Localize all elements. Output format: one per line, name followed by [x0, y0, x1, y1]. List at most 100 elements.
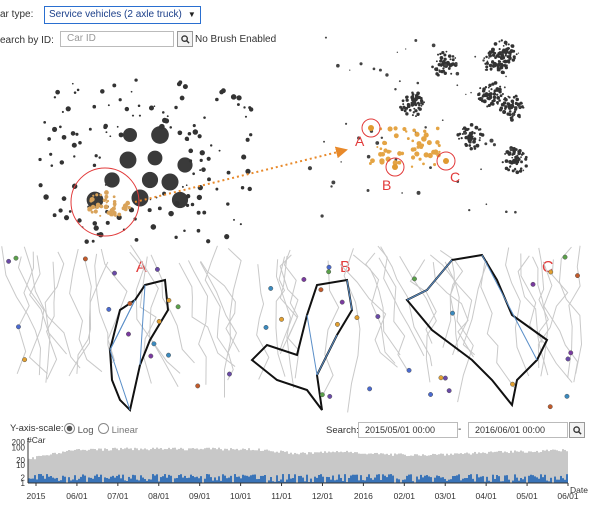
total-bar [510, 450, 512, 483]
radio-log[interactable] [64, 423, 75, 434]
cluster-dot [241, 154, 247, 160]
total-bar [484, 452, 486, 483]
car-type-select[interactable]: Service vehicles (2 axle truck) ▼ [44, 6, 201, 24]
selected-bar [320, 474, 322, 483]
zoom-dot [443, 63, 448, 67]
brush-circle[interactable] [70, 167, 140, 237]
total-bar [522, 451, 524, 483]
selected-bar [56, 477, 58, 483]
zoom-dot [424, 126, 427, 129]
selected-bar [370, 478, 372, 483]
total-bar [280, 450, 282, 483]
zoom-dot [372, 67, 376, 71]
total-bar [400, 453, 402, 483]
selected-bar [150, 479, 152, 483]
total-bar [256, 450, 258, 483]
total-bar [548, 451, 550, 483]
road-segment [130, 244, 179, 387]
cluster-dot [183, 229, 186, 232]
total-bar [118, 450, 120, 483]
selected-bar [506, 475, 508, 483]
selected-point [117, 212, 122, 217]
zoom-selected-point [414, 151, 420, 157]
total-bar [390, 453, 392, 483]
cluster-zoom[interactable]: A B C [300, 32, 530, 222]
zoom-selected-point [438, 150, 441, 153]
total-bar [238, 450, 240, 483]
zoom-dot [485, 203, 488, 206]
total-bar [342, 452, 344, 483]
total-bar [324, 451, 326, 483]
selected-bar [538, 478, 540, 483]
selected-point [104, 190, 109, 195]
selected-bar [468, 474, 470, 483]
total-bar [178, 448, 180, 483]
total-bar [482, 452, 484, 483]
yscale-log-option[interactable]: Log [64, 423, 94, 436]
selected-bar [30, 478, 32, 483]
total-bar [332, 451, 334, 483]
date-separator: - [458, 424, 462, 435]
total-bar [546, 449, 548, 483]
highlight-c [436, 151, 456, 171]
selected-point [99, 204, 104, 209]
total-bar [530, 451, 532, 483]
car-id-input[interactable]: Car ID [60, 31, 174, 47]
date-search-button[interactable] [569, 422, 585, 438]
cluster-dot [55, 89, 60, 95]
cluster-dot [88, 127, 92, 131]
y-tick-label: 2 [21, 474, 26, 483]
search-button[interactable] [177, 31, 193, 47]
cluster-dot [104, 183, 107, 186]
route-maps[interactable]: A B C [0, 240, 597, 420]
total-bar [274, 452, 276, 483]
selected-bar [486, 476, 488, 483]
total-bar [490, 451, 492, 483]
total-bar [180, 447, 182, 483]
zoom-selected-point [426, 140, 432, 146]
zoom-dot [480, 168, 482, 171]
total-bar [218, 447, 220, 483]
zoom-dot [366, 154, 371, 159]
selected-bar [86, 481, 88, 483]
cluster-dot [43, 194, 49, 200]
selected-bar [116, 475, 118, 483]
cluster-dot [192, 129, 199, 135]
total-bar [542, 450, 544, 483]
selected-bar [422, 477, 424, 483]
selected-bar [492, 474, 494, 483]
selected-point [90, 210, 94, 214]
road-segment [380, 246, 433, 367]
total-bar [270, 451, 272, 483]
date-from-input[interactable]: 2015/05/01 00:00 [358, 422, 458, 438]
y-axis-label: #Car [27, 435, 46, 445]
zoom-dot [307, 166, 313, 171]
selected-bar [58, 480, 60, 483]
total-bar [468, 453, 470, 483]
total-bar [514, 450, 516, 483]
cluster-blob [177, 157, 193, 173]
selected-bar [524, 476, 526, 483]
selected-bar [88, 477, 90, 483]
road-segment [505, 247, 530, 377]
cluster-dot [52, 126, 58, 132]
total-bar [338, 452, 340, 483]
selected-bar [278, 481, 280, 483]
selected-bar [462, 478, 464, 483]
radio-linear[interactable] [98, 423, 109, 434]
selected-bar [340, 477, 342, 483]
total-bar [224, 448, 226, 483]
selected-bar [128, 476, 130, 483]
selected-bar [220, 480, 222, 483]
yscale-linear-option[interactable]: Linear [98, 423, 138, 436]
selected-bar [338, 474, 340, 483]
selected-bar [222, 474, 224, 483]
cluster-overview[interactable] [0, 50, 260, 250]
selected-bar [136, 479, 138, 483]
total-bar [84, 449, 86, 483]
road-segment [517, 255, 549, 376]
zoom-cluster [456, 123, 485, 151]
total-bar [308, 452, 310, 483]
date-to-input[interactable]: 2016/06/01 00:00 [468, 422, 568, 438]
